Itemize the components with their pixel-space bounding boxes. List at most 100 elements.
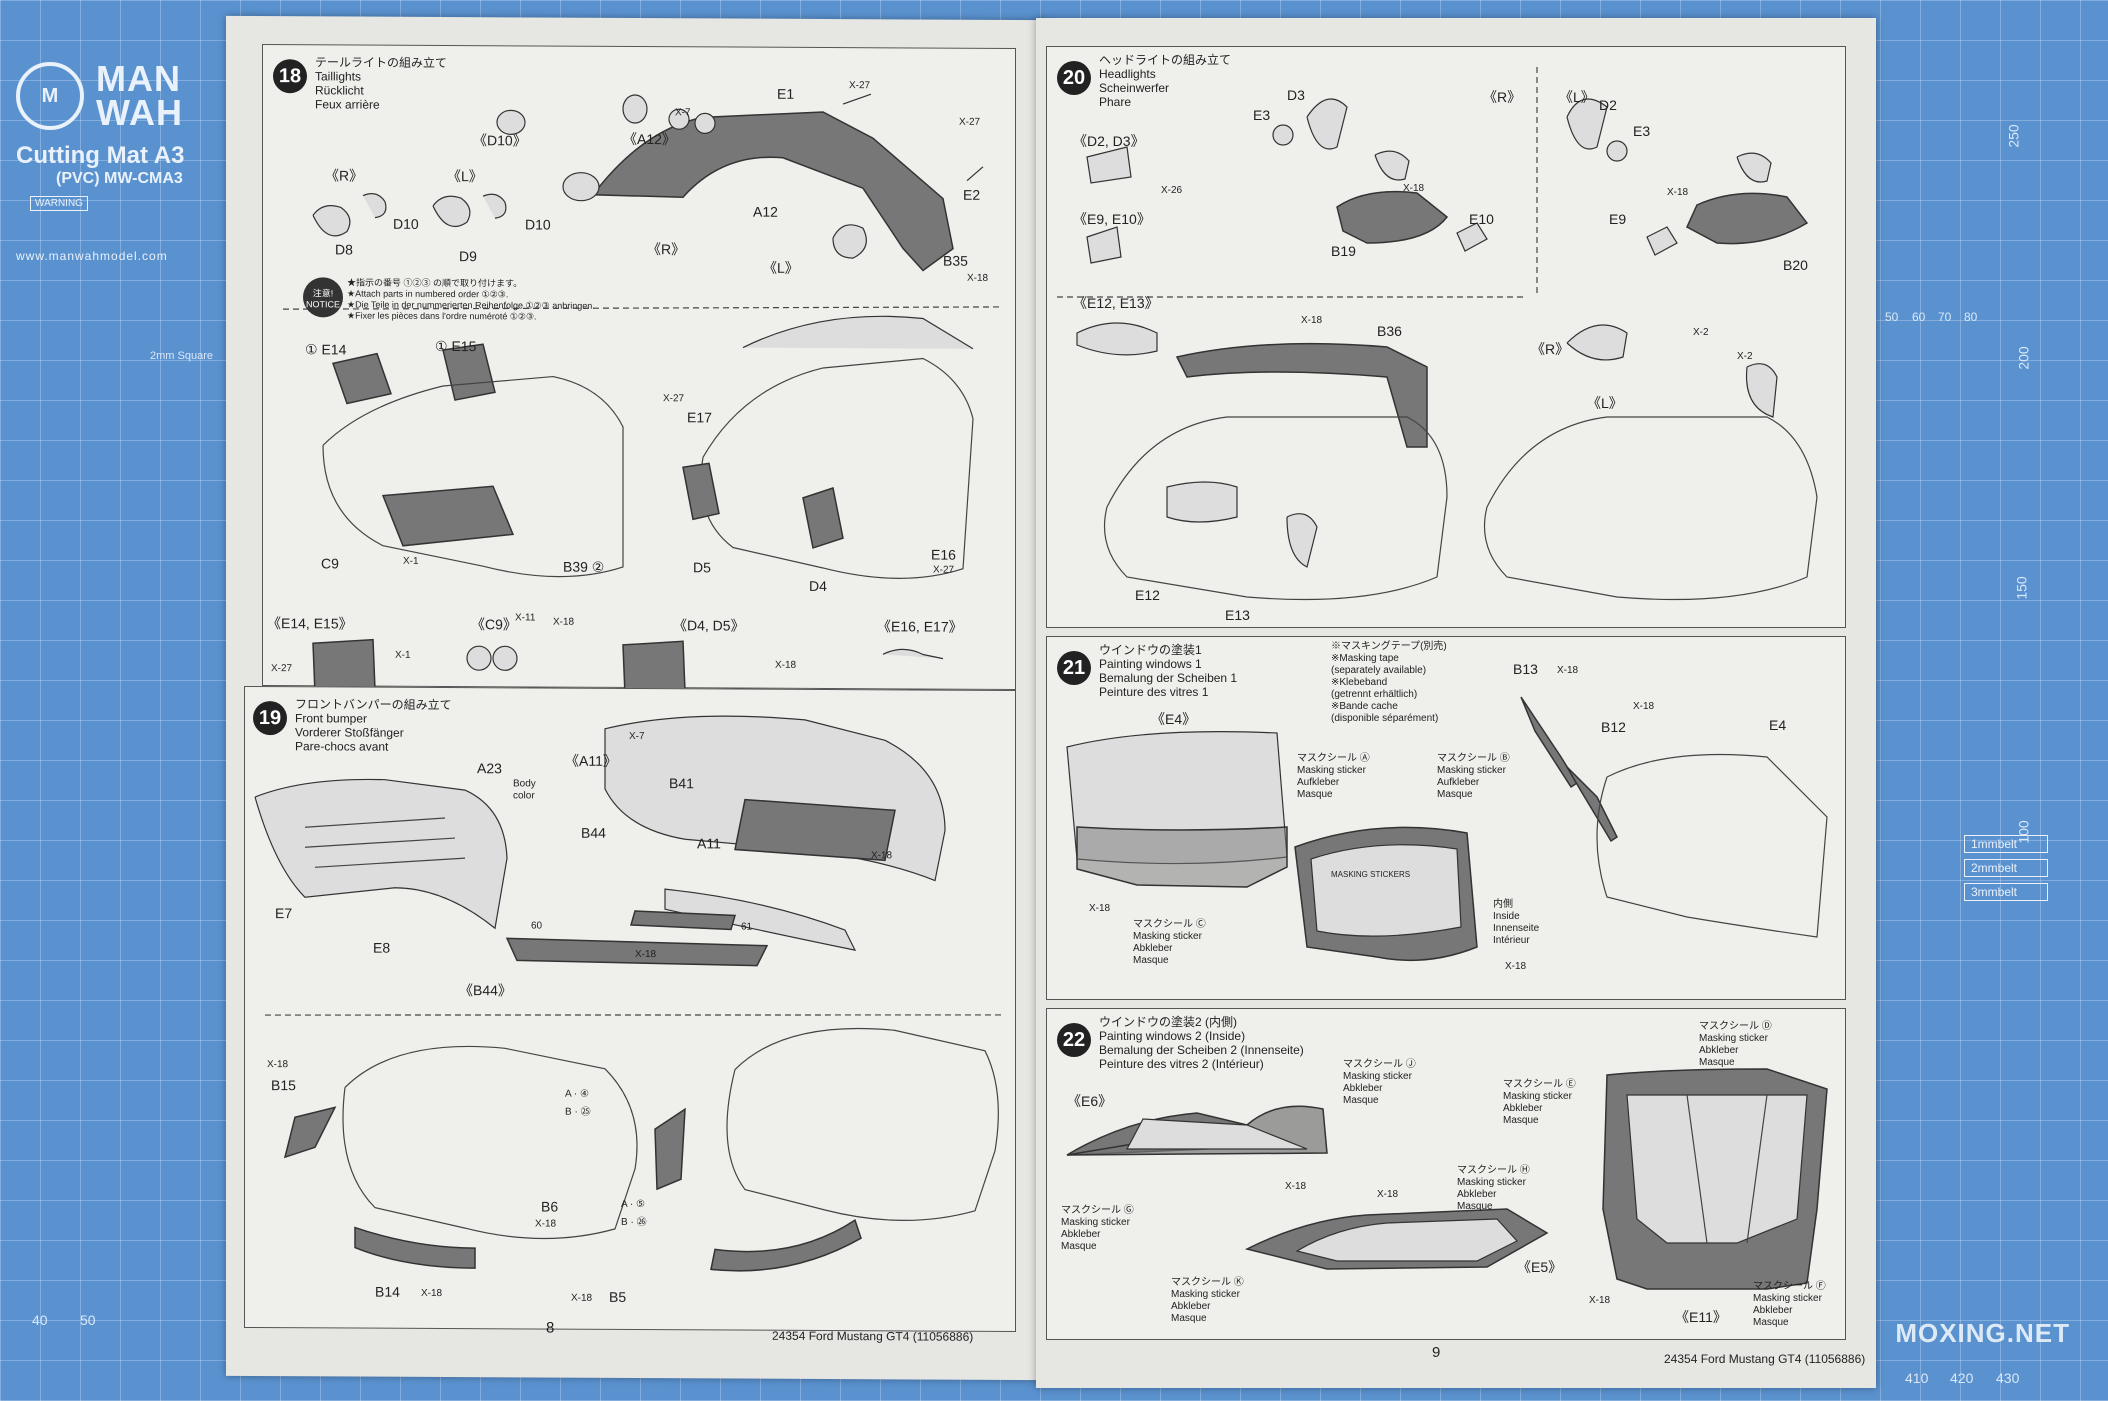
label-d10-b: D10 [525, 216, 551, 233]
label-l-hl-b: 《L》 [1587, 395, 1623, 411]
label-b14: B14 [375, 1283, 400, 1300]
label-r-a: 《R》 [647, 241, 686, 258]
label-x27-d: X-27 [933, 564, 955, 576]
label-e5-sub: 《E5》 [1517, 1259, 1563, 1275]
label-a-5: A · ⑤ [621, 1198, 645, 1211]
label-e1: E1 [777, 85, 795, 102]
mat-scale-bottom-410: 410 [1905, 1370, 1929, 1386]
label-e11-sub: 《E11》 [1675, 1309, 1727, 1325]
label-x11: X-11 [515, 612, 536, 624]
label-x18-b44: X-18 [635, 948, 657, 961]
label-r-hl: 《R》 [1483, 89, 1522, 105]
label-e8: E8 [373, 939, 391, 956]
label-x2-a: X-2 [1693, 327, 1709, 338]
mat-scale-bottom-40: 40 [32, 1312, 48, 1328]
label-e6-sub: 《E6》 [1067, 1093, 1113, 1109]
label-b19: B19 [1331, 243, 1356, 259]
label-b41: B41 [669, 775, 694, 792]
belt-3mm: 3mmbelt [1964, 883, 2048, 901]
label-d4: D4 [809, 577, 827, 594]
mat-scale-inner-80: 80 [1964, 310, 1978, 324]
label-a11: A11 [697, 835, 721, 852]
label-b15: B15 [271, 1077, 296, 1094]
mat-model: (PVC) MW-CMA3 [56, 170, 183, 187]
label-x7-b: X-7 [629, 730, 645, 743]
instruction-booklet: 18 テールライトの組み立て Taillights Rücklicht Feux… [226, 15, 1880, 1388]
label-e3-a: E3 [1253, 107, 1271, 123]
label-b35: B35 [943, 252, 968, 269]
mat-scale-right-200: 200 [2015, 346, 2032, 370]
step-22-illustration [1066, 1068, 1828, 1290]
step-21-title: ウインドウの塗装1 Painting windows 1 Bemalung de… [1099, 643, 1238, 699]
notice-text: ★指示の番号 ①②③ の順で取り付けます。 ★Attach parts in n… [347, 277, 595, 322]
label-b5: B5 [609, 1288, 627, 1305]
right-page-number: 9 [1432, 1344, 1441, 1361]
label-masking-stickers: MASKING STICKERS [1331, 870, 1411, 879]
label-x18-e4: X-18 [1089, 903, 1111, 914]
mat-scale-right-150: 150 [2013, 576, 2030, 600]
label-d3: D3 [1287, 87, 1305, 103]
label-60: 60 [531, 920, 543, 932]
label-x18-e5: X-18 [1377, 1189, 1399, 1200]
label-r-b: 《R》 [325, 167, 364, 184]
label-b13: B13 [1513, 661, 1538, 677]
manwah-logo-icon: M [16, 62, 84, 130]
label-x18-b13: X-18 [1557, 665, 1579, 676]
label-e4: E4 [1769, 717, 1787, 733]
label-a12-sub: 《A12》 [623, 130, 676, 148]
belt-2mm: 2mmbelt [1964, 859, 2048, 877]
label-b44: B44 [581, 824, 606, 841]
label-x1-b: X-1 [395, 649, 411, 661]
label-l-hl: 《L》 [1559, 89, 1595, 105]
label-e15: ① E15 [435, 337, 477, 355]
step-21-illustration [1066, 696, 1828, 962]
step-22-title: ウインドウの塗装2 (内側) Painting windows 2 (Insid… [1099, 1015, 1304, 1071]
label-a23: A23 [477, 760, 502, 777]
label-r-hl-b: 《R》 [1531, 341, 1570, 357]
label-e2: E2 [963, 186, 981, 203]
label-x18-hl-a: X-18 [1403, 183, 1425, 194]
label-b20: B20 [1783, 257, 1808, 273]
label-x26: X-26 [1161, 185, 1183, 196]
label-d2: D2 [1599, 97, 1617, 113]
label-e7: E7 [275, 905, 293, 922]
step-22-number: 22 [1057, 1023, 1091, 1057]
mat-square-label: 2mm Square [150, 350, 213, 362]
label-e3-b: E3 [1633, 123, 1651, 139]
label-e14-e15-sub: 《E14, E15》 [267, 615, 353, 632]
step-22-panel: 22 ウインドウの塗装2 (内側) Painting windows 2 (In… [1046, 1008, 1846, 1340]
label-e12-e13-sub: 《E12, E13》 [1073, 295, 1159, 311]
label-61: 61 [741, 921, 753, 933]
left-page-footer: 24354 Ford Mustang GT4 (11056886) [772, 1328, 974, 1344]
label-e16-e17-sub: 《E16, E17》 [877, 618, 963, 635]
label-e9: E9 [1609, 211, 1627, 227]
label-x18-e11: X-18 [1589, 1295, 1611, 1306]
brand-bottom: WAH [96, 92, 183, 133]
label-inside-jp: 内側 [1493, 899, 1513, 910]
label-body: Body [513, 778, 536, 790]
label-x18-b14: X-18 [421, 1287, 443, 1299]
mat-title: Cutting Mat A3 [16, 142, 185, 169]
step-20-number: 20 [1057, 61, 1091, 95]
step-20-panel: 20 ヘッドライトの組み立て Headlights Scheinwerfer P… [1046, 46, 1846, 628]
label-x18-b36: X-18 [1301, 315, 1323, 326]
label-x27-e: X-27 [271, 663, 293, 675]
label-d8: D8 [335, 241, 353, 258]
label-inside-fr: Intérieur [1493, 935, 1530, 946]
label-x18-a11: X-18 [871, 850, 893, 862]
label-x18-hl-b: X-18 [1667, 187, 1689, 198]
label-b39: B39 ② [563, 558, 605, 575]
brand-top: MAN [96, 58, 181, 99]
label-a12: A12 [753, 203, 778, 220]
right-page-footer: 24354 Ford Mustang GT4 (11056886) [1664, 1352, 1866, 1366]
label-b36: B36 [1377, 323, 1402, 339]
label-x18-d4: X-18 [775, 659, 797, 671]
label-x27-c: X-27 [663, 393, 685, 405]
label-inside-en: Inside [1493, 911, 1520, 922]
